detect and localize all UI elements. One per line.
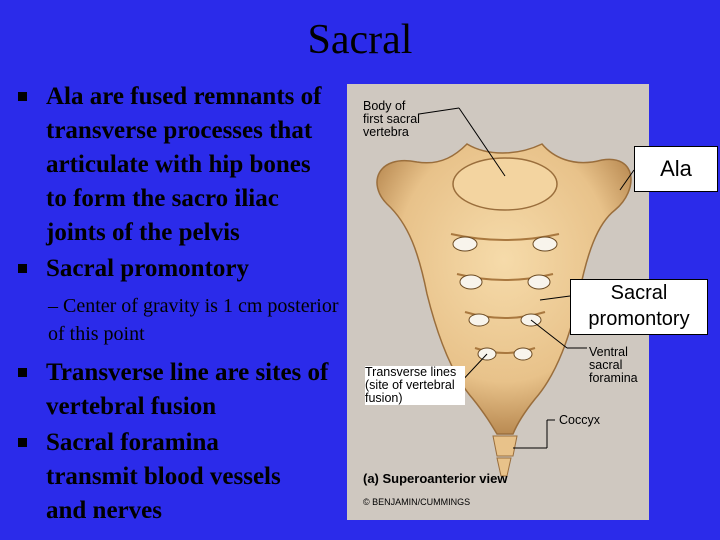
label-ventral-foramina: Ventral sacral foramina <box>589 345 638 385</box>
bullet-square-icon <box>18 264 27 273</box>
figure-view-caption: (a) Superoanterior view <box>363 471 508 486</box>
callout-sacral-promontory: Sacral promontory <box>570 279 708 335</box>
bullet-transverse-text: Transverse line are sites of vertebral f… <box>46 359 329 420</box>
bullet-square-icon <box>18 438 27 447</box>
coccyx-bone <box>492 435 518 477</box>
label-body-first-sacral: Body of first sacral vertebra <box>363 99 420 139</box>
label-transverse-lines: Transverse lines (site of vertebral fusi… <box>365 366 465 405</box>
bullet-square-icon <box>18 368 27 377</box>
sub-bullet-gravity: – Center of gravity is 1 cm posterior of… <box>48 295 339 345</box>
label-coccyx: Coccyx <box>559 413 600 427</box>
vertebra-body <box>452 157 558 211</box>
callout-ala: Ala <box>634 146 718 192</box>
bullet-foramina-text: Sacral foramina transmit blood vessels a… <box>46 429 281 524</box>
slide-title: Sacral <box>307 17 413 63</box>
bullet-square-icon <box>18 92 27 101</box>
sacrum-illustration <box>376 107 632 477</box>
figure-copyright: © BENJAMIN/CUMMINGS <box>363 497 471 507</box>
bullet-promontory-text: Sacral promontory <box>46 255 249 282</box>
bullet-ala-text: Ala are fused remnants of transverse pro… <box>46 83 322 246</box>
